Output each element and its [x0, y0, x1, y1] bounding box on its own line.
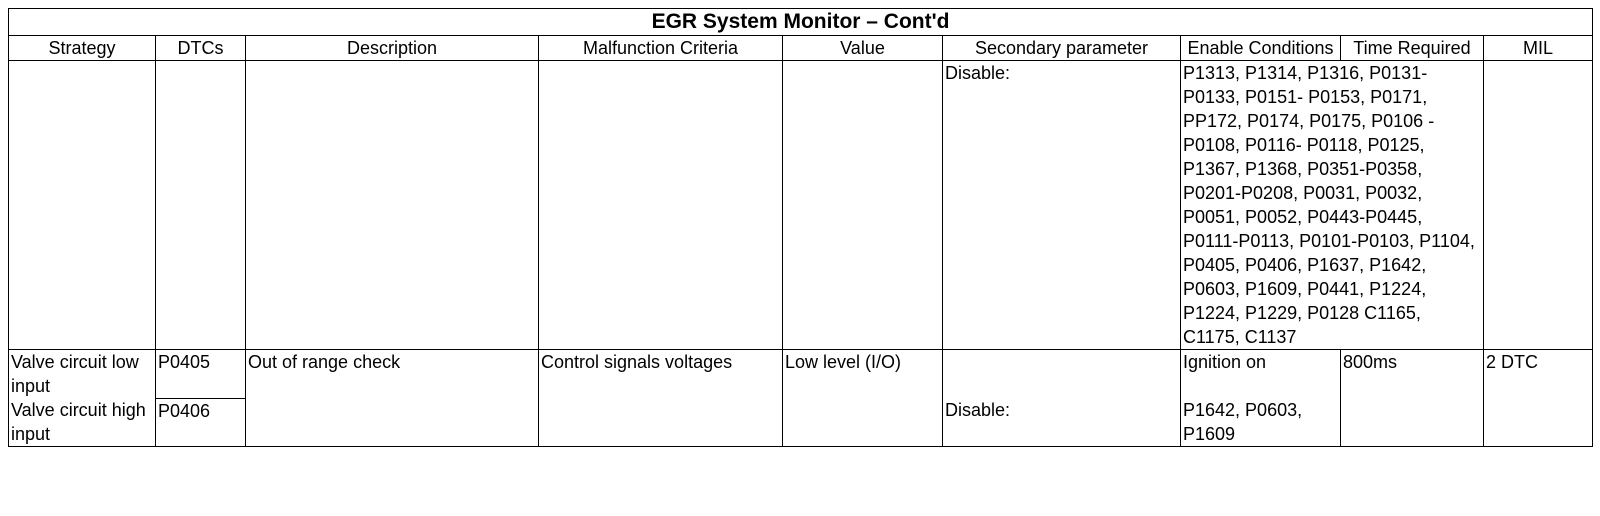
header-time-required: Time Required	[1340, 35, 1484, 61]
table-row: Valve circuit high input P0406 Disable: …	[8, 397, 1594, 447]
cell-secondary: Disable:	[942, 398, 1181, 447]
disable-dtc-list: P1313, P1314, P1316, P0131-P0133, P0151-…	[1183, 63, 1475, 347]
header-row: Strategy DTCs Description Malfunction Cr…	[8, 35, 1594, 61]
cell-time-required: 800ms	[1340, 349, 1484, 398]
cell-secondary: Disable:	[942, 60, 1181, 350]
cell-enable-conditions: P1313, P1314, P1316, P0131-P0133, P0151-…	[1180, 60, 1484, 350]
table-row: Disable: P1313, P1314, P1316, P0131-P013…	[8, 60, 1594, 350]
header-mil: MIL	[1482, 35, 1594, 61]
cell-value	[782, 398, 943, 447]
egr-monitor-document: EGR System Monitor – Cont'd Strategy DTC…	[7, 8, 1594, 508]
cell-value	[782, 60, 943, 350]
table-row: Valve circuit low input P0405 Out of ran…	[8, 349, 1594, 399]
cell-description	[245, 398, 539, 447]
cell-strategy: Valve circuit low input	[8, 349, 156, 398]
egr-monitor-table: EGR System Monitor – Cont'd Strategy DTC…	[7, 8, 1594, 447]
header-value: Value	[782, 35, 943, 61]
header-description: Description	[245, 35, 539, 61]
table-title: EGR System Monitor – Cont'd	[7, 8, 1594, 36]
cell-time-required	[1340, 398, 1484, 447]
cell-description: Out of range check	[245, 349, 539, 398]
cell-malfunction	[538, 60, 783, 350]
cell-dtcs: P0406	[155, 397, 246, 447]
cell-mil	[1482, 60, 1594, 350]
cell-strategy: Valve circuit high input	[8, 398, 156, 447]
header-malfunction-criteria: Malfunction Criteria	[538, 35, 783, 61]
cell-mil	[1482, 398, 1594, 447]
cell-dtcs	[155, 60, 246, 350]
cell-strategy	[8, 60, 156, 350]
header-secondary-parameter: Secondary parameter	[942, 35, 1181, 61]
cell-dtcs: P0405	[155, 349, 246, 399]
header-strategy: Strategy	[8, 35, 156, 61]
cell-enable-conditions: P1642, P0603, P1609	[1180, 398, 1341, 447]
cell-malfunction: Control signals voltages	[538, 349, 783, 398]
header-enable-conditions: Enable Conditions	[1180, 35, 1341, 61]
header-dtcs: DTCs	[155, 35, 246, 61]
cell-enable-conditions: Ignition on	[1180, 349, 1341, 398]
cell-description	[245, 60, 539, 350]
cell-value: Low level (I/O)	[782, 349, 943, 398]
cell-mil: 2 DTC	[1482, 349, 1594, 398]
cell-malfunction	[538, 398, 783, 447]
cell-secondary	[942, 349, 1181, 398]
